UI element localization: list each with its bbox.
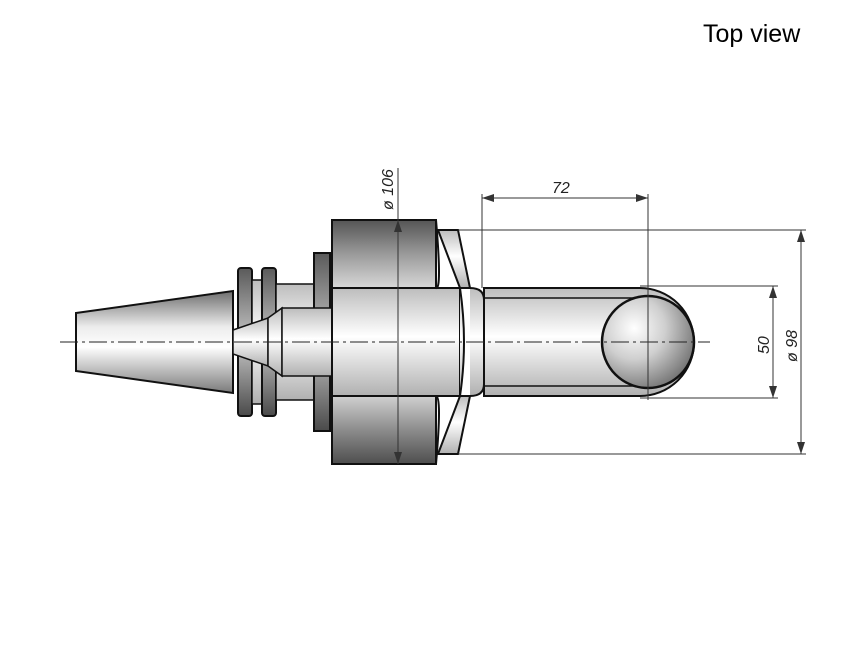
- inner-cone: [232, 306, 333, 378]
- dim-head-diameter: [458, 229, 806, 455]
- dim-arm-length-label: 72: [552, 180, 570, 197]
- dim-flange-diameter-label: ø 106: [380, 169, 397, 210]
- dim-head-diameter-label: ø 98: [784, 330, 801, 362]
- dim-arm-width: [640, 285, 778, 399]
- dim-flange-diameter: [394, 168, 402, 464]
- view-title: Top view: [703, 20, 801, 48]
- dim-arm-length: [481, 194, 649, 400]
- dim-arm-width-label: 50: [756, 336, 773, 354]
